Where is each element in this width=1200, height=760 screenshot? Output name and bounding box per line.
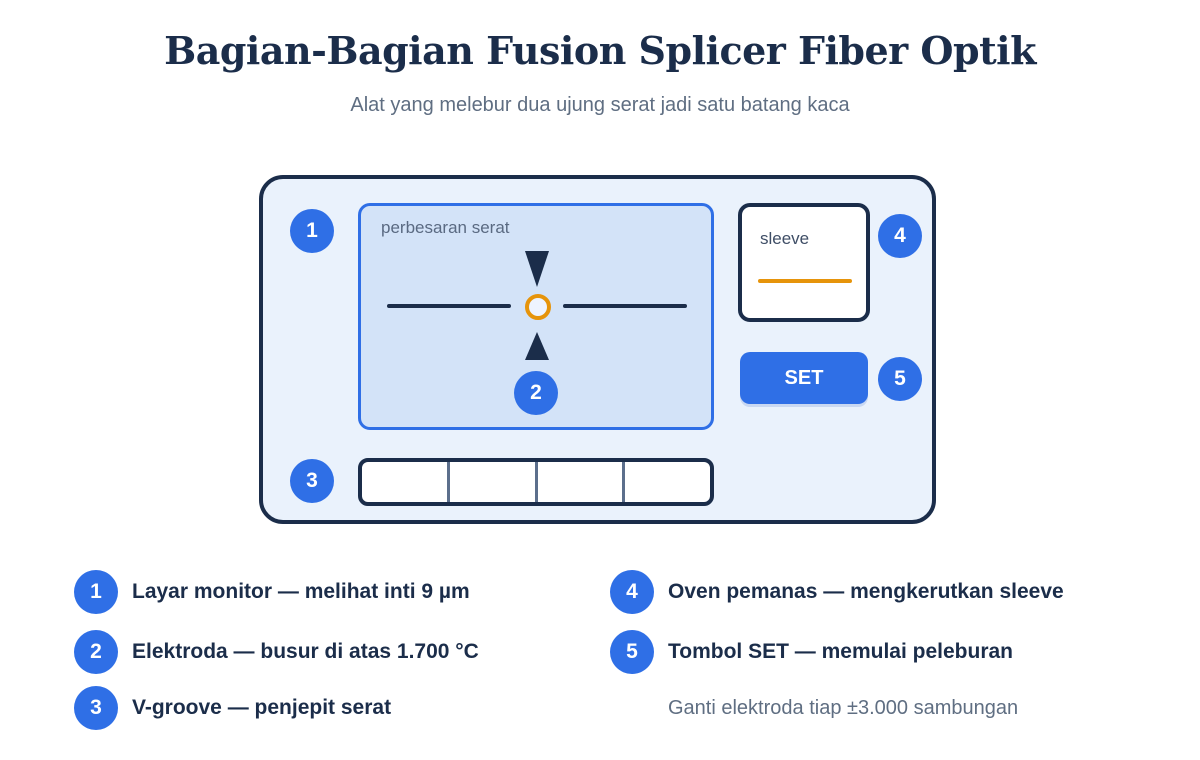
- v-groove-slot: [450, 462, 538, 502]
- electrode-top: [525, 251, 549, 287]
- legend-text-4: Oven pemanas — mengkerutkan sleeve: [668, 580, 1064, 603]
- legend-text-2: Elektroda — busur di atas 1.700 °C: [132, 640, 479, 663]
- v-groove-slot: [362, 462, 450, 502]
- callout-badge-5: 5: [878, 357, 922, 401]
- electrode-bottom: [525, 332, 549, 360]
- heating-oven: sleeve: [738, 203, 870, 322]
- set-button[interactable]: SET: [740, 352, 868, 404]
- page-title: Bagian-Bagian Fusion Splicer Fiber Optik: [164, 28, 1036, 73]
- callout-badge-4: 4: [878, 214, 922, 258]
- sleeve-bar: [758, 279, 852, 283]
- monitor-label: perbesaran serat: [381, 218, 510, 237]
- legend-badge-2: 2: [74, 630, 118, 674]
- callout-badge-1: 1: [290, 209, 334, 253]
- callout-badge-3: 3: [290, 459, 334, 503]
- fiber-right: [563, 304, 687, 308]
- fiber-left: [387, 304, 511, 308]
- maintenance-note: Ganti elektroda tiap ±3.000 sambungan: [668, 697, 1019, 719]
- legend-text-1: Layar monitor — melihat inti 9 µm: [132, 580, 470, 603]
- v-groove-slot: [625, 462, 710, 502]
- page-subtitle: Alat yang melebur dua ujung serat jadi s…: [350, 94, 850, 116]
- v-groove: [358, 458, 714, 506]
- legend-badge-4: 4: [610, 570, 654, 614]
- legend-text-3: V-groove — penjepit serat: [132, 696, 392, 719]
- legend-badge-3: 3: [74, 686, 118, 730]
- callout-badge-2: 2: [514, 371, 558, 415]
- legend-badge-5: 5: [610, 630, 654, 674]
- arc-point-icon: [525, 294, 551, 320]
- legend-badge-1: 1: [74, 570, 118, 614]
- oven-label: sleeve: [760, 229, 810, 248]
- v-groove-slot: [538, 462, 626, 502]
- legend-text-5: Tombol SET — memulai peleburan: [668, 640, 1013, 663]
